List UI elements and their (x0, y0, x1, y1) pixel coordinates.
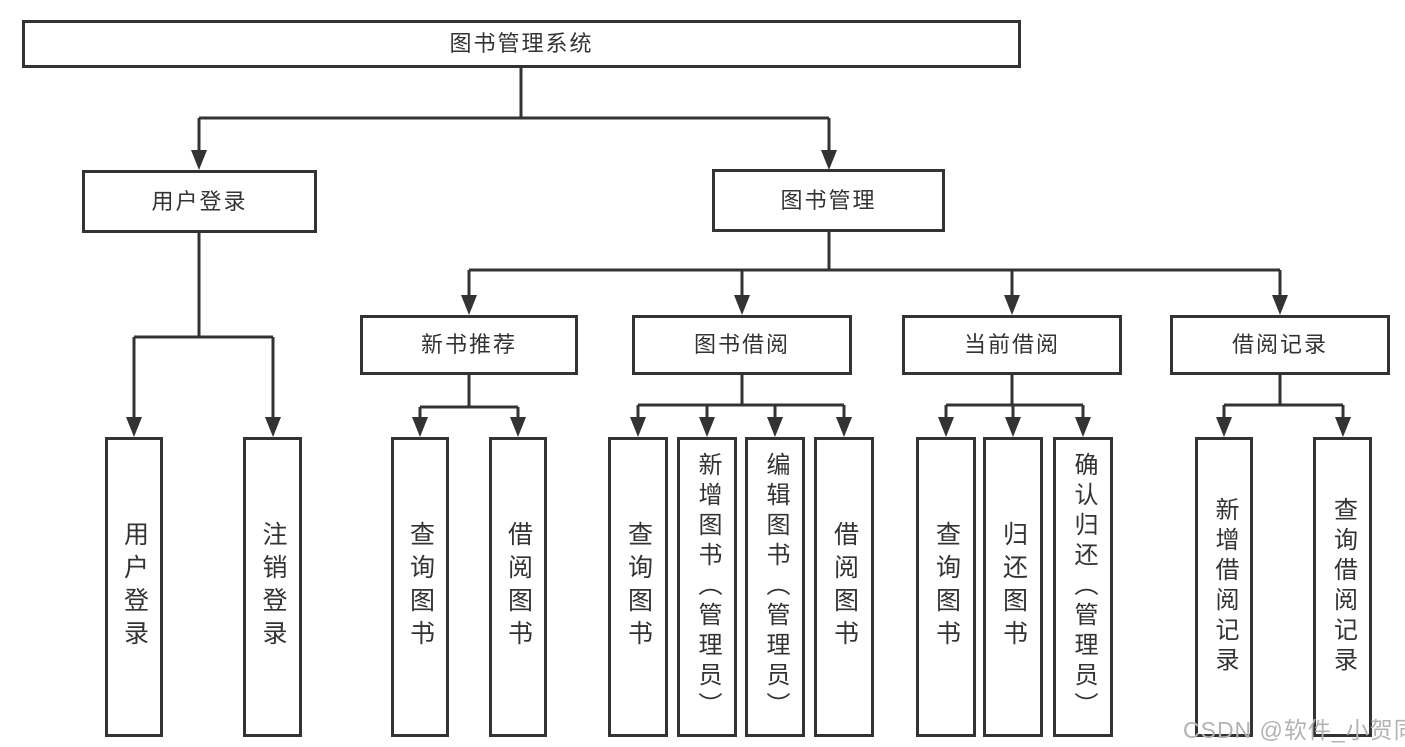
edge-root-to-level2 (191, 68, 837, 170)
arrow-down-icon (734, 295, 750, 315)
node-user-login: 用户登录 (82, 170, 317, 233)
leaf-records-add-record: 新增借阅记录 (1195, 437, 1253, 737)
node-book-borrow: 图书借阅 (632, 315, 852, 375)
node-label: 查询图书 (624, 521, 653, 653)
node-label: 注销登录 (259, 521, 287, 653)
leaf-user-login: 用户登录 (105, 437, 163, 737)
watermark-text: CSDN @软件_小贺同学 (1183, 717, 1405, 743)
arrow-down-icon (265, 417, 281, 437)
node-label: 当前借阅 (963, 332, 1060, 357)
node-label: 查询图书 (406, 521, 435, 653)
node-new-book-recommend: 新书推荐 (360, 315, 578, 375)
arrow-down-icon (1335, 417, 1351, 437)
arrow-down-icon (836, 417, 852, 437)
leaf-borrow-query-books: 查询图书 (608, 437, 668, 737)
node-book-management: 图书管理 (712, 169, 945, 232)
node-label: 图书管理系统 (449, 31, 594, 56)
node-label: 新增借阅记录 (1211, 497, 1238, 677)
arrow-down-icon (1004, 295, 1020, 315)
node-label: 新增图书（管理员） (694, 452, 721, 722)
arrow-down-icon (126, 417, 142, 437)
arrow-down-icon (938, 417, 954, 437)
node-label: 新书推荐 (420, 332, 517, 357)
node-label: 确认归还（管理员） (1070, 452, 1097, 722)
leaf-borrow-add-books-admin: 新增图书（管理员） (677, 437, 737, 737)
node-label: 编辑图书（管理员） (762, 452, 789, 722)
arrow-down-icon (510, 417, 526, 437)
arrow-down-icon (1272, 295, 1288, 315)
arrow-down-icon (767, 417, 783, 437)
node-label: 图书借阅 (693, 332, 790, 357)
arrow-down-icon (1075, 417, 1091, 437)
arrow-down-icon (699, 417, 715, 437)
arrow-down-icon (461, 295, 477, 315)
node-current-borrow: 当前借阅 (902, 315, 1122, 375)
node-borrow-records: 借阅记录 (1170, 315, 1390, 375)
leaf-records-query-record: 查询借阅记录 (1313, 437, 1372, 737)
node-label: 图书管理 (780, 187, 877, 213)
leaf-borrow-borrow-books: 借阅图书 (814, 437, 874, 737)
node-label: 借阅图书 (830, 521, 859, 653)
node-label: 用户登录 (151, 188, 248, 214)
arrow-down-icon (1216, 417, 1232, 437)
edge-book-management-to-level3 (461, 232, 1288, 315)
edge-user-login-to-leaves (126, 233, 281, 437)
edge-current-borrow-to-leaves (938, 375, 1091, 437)
node-label: 借阅记录 (1231, 332, 1328, 357)
edge-borrow-records-to-leaves (1216, 375, 1351, 437)
node-root: 图书管理系统 (22, 20, 1021, 68)
node-label: 查询图书 (932, 521, 961, 653)
leaf-borrow-edit-books-admin: 编辑图书（管理员） (745, 437, 805, 737)
leaf-current-confirm-return-admin: 确认归还（管理员） (1053, 437, 1113, 737)
leaf-newbook-query-books: 查询图书 (391, 437, 449, 737)
node-label: 用户登录 (120, 521, 149, 653)
leaf-current-return-books: 归还图书 (983, 437, 1043, 737)
arrow-down-icon (630, 417, 646, 437)
leaf-current-query-books: 查询图书 (916, 437, 976, 737)
edge-book-borrow-to-leaves (630, 375, 852, 437)
arrow-down-icon (412, 417, 428, 437)
arrow-down-icon (1005, 417, 1021, 437)
arrow-down-icon (821, 150, 837, 170)
edge-new-book-recommend-to-leaves (412, 375, 526, 437)
leaf-newbook-borrow-books: 借阅图书 (489, 437, 547, 737)
node-label: 查询借阅记录 (1329, 497, 1357, 677)
leaf-logout-login: 注销登录 (243, 437, 302, 737)
node-label: 归还图书 (999, 521, 1028, 653)
arrow-down-icon (191, 150, 207, 170)
node-label: 借阅图书 (504, 521, 533, 653)
